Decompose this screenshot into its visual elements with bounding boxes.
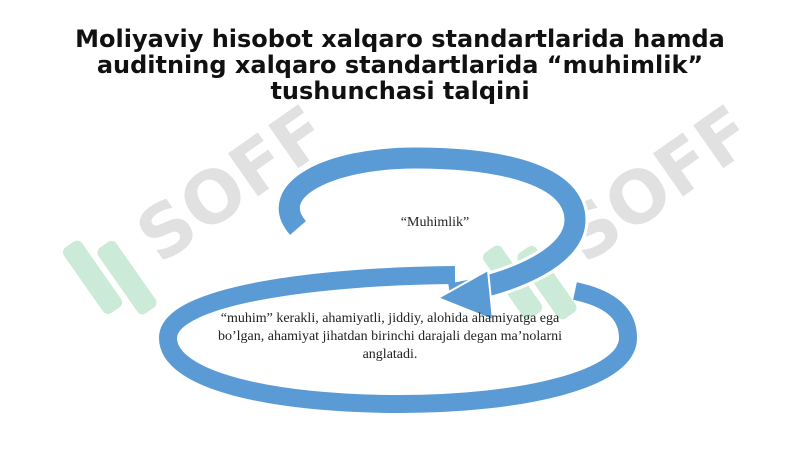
watermark-right: SOFF bbox=[482, 89, 768, 320]
term-label: “Muhimlik” bbox=[400, 215, 470, 230]
cycle-arrow bbox=[158, 144, 638, 414]
watermark-text: SOFF bbox=[547, 89, 768, 279]
watermark-logo-icon bbox=[62, 240, 123, 315]
page-title: Moliyaviy hisobot xalqaro standartlarida… bbox=[75, 25, 725, 105]
cycle-arrow-lower bbox=[158, 266, 638, 414]
arrow-head-icon bbox=[435, 268, 495, 322]
cycle-arrow-upper bbox=[278, 147, 586, 305]
definition-text: “muhim” kerakli, ahamiyatli, jiddiy, alo… bbox=[217, 311, 563, 362]
